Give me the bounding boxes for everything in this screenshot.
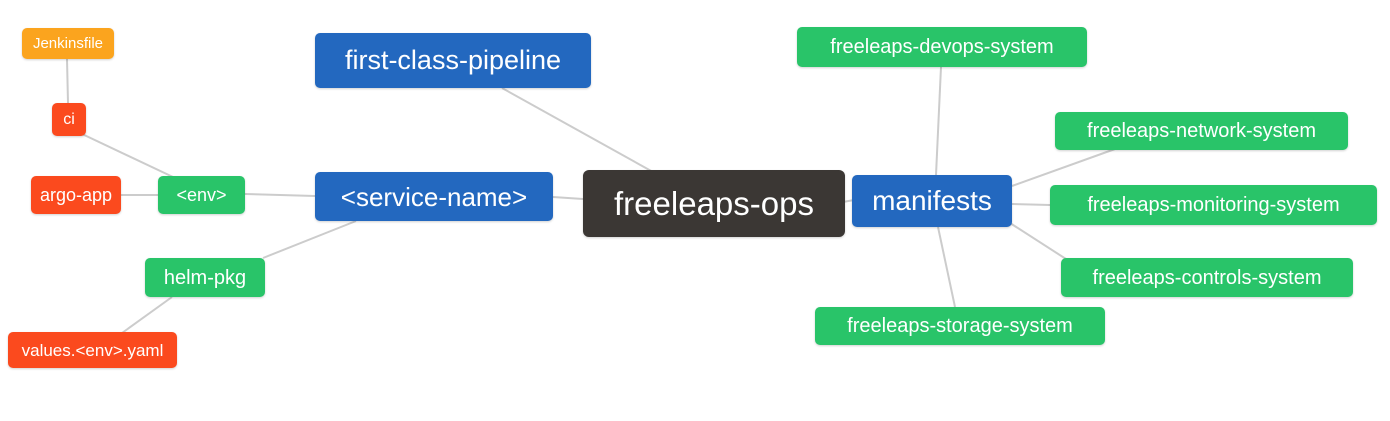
node-service-name[interactable]: <service-name> [315,172,553,221]
node-freeleaps-storage-system[interactable]: freeleaps-storage-system [815,307,1105,345]
edge-manifests-controls [1009,222,1067,260]
edge-manifests-monitoring [1011,203,1051,206]
edge-manifests-storage [937,226,956,308]
edge-manifests-network [1011,148,1116,187]
node-freeleaps-devops-system[interactable]: freeleaps-devops-system [797,27,1087,67]
edge-helm-pkg-service-name [262,220,357,259]
edge-values-yaml-helm-pkg [121,296,173,334]
node-first-class-pipeline[interactable]: first-class-pipeline [315,33,591,88]
edge-ci-env [79,132,174,178]
edge-env-service-name [244,193,316,197]
node-freeleaps-network-system[interactable]: freeleaps-network-system [1055,112,1348,150]
edge-manifests-devops [935,66,942,176]
node-values-env-yaml[interactable]: values.<env>.yaml [8,332,177,368]
node-freeleaps-controls-system[interactable]: freeleaps-controls-system [1061,258,1353,297]
node-helm-pkg[interactable]: helm-pkg [145,258,265,297]
node-env[interactable]: <env> [158,176,245,214]
node-jenkinsfile[interactable]: Jenkinsfile [22,28,114,59]
edge-pipeline-freeleaps-ops [501,87,654,173]
edge-jenkinsfile-ci [66,58,69,104]
node-argo-app[interactable]: argo-app [31,176,121,214]
edge-service-freeleaps-ops [552,196,584,200]
node-freeleaps-ops-root[interactable]: freeleaps-ops [583,170,845,237]
node-manifests[interactable]: manifests [852,175,1012,227]
node-ci[interactable]: ci [52,103,86,136]
node-freeleaps-monitoring-system[interactable]: freeleaps-monitoring-system [1050,185,1377,225]
